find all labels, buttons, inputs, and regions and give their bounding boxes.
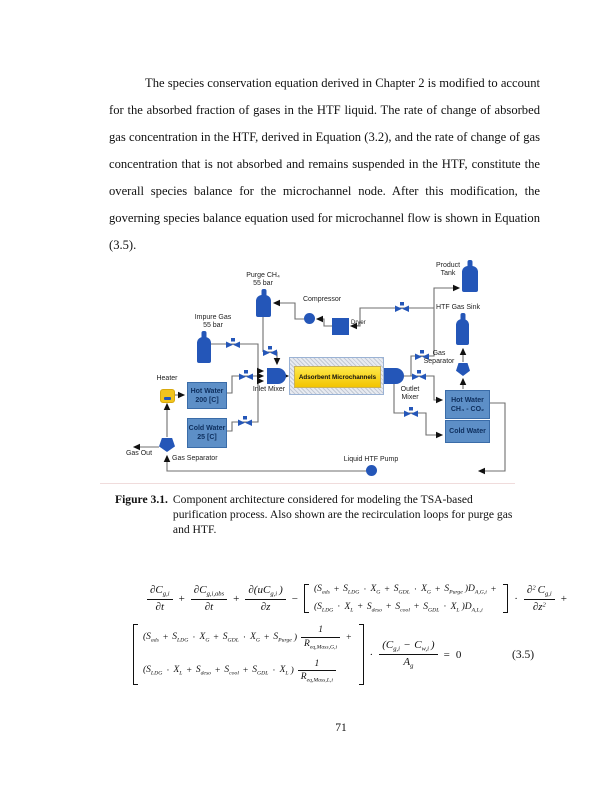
figure-caption-label: Figure 3.1.: [115, 493, 168, 506]
inlet-mixer-label: Inlet Mixer: [252, 386, 286, 393]
connector-lines: [132, 284, 506, 475]
valve-icon: [404, 407, 418, 417]
gas-separator-bottom-label: Gas Separator: [172, 455, 218, 462]
htf-gas-sink-tank: [456, 319, 469, 345]
compressor: [304, 313, 315, 324]
cold-water-feed-line: [225, 377, 265, 432]
dryer: [332, 318, 349, 335]
compressor-label: Compressor: [302, 296, 342, 303]
impure-gas-tank: [197, 337, 211, 363]
hot-water-feed-line: [225, 372, 265, 394]
outlet-mixer: [384, 368, 404, 384]
hot-water-right-line1: Hot Water: [451, 396, 484, 404]
compressor-to-purge-line: [272, 299, 304, 320]
htf-pump: [366, 465, 377, 476]
pump-label: Liquid HTF Pump: [343, 456, 399, 463]
hot-water-right-box: Hot Water CH₄ - CO₂: [445, 390, 490, 419]
valve-icon: [226, 338, 240, 348]
equation-line-1: ∂Cg,i∂t+∂Cg,i,abs∂t+∂(uCg,i)∂z−(Sads+SLD…: [144, 583, 570, 614]
adsorbent-module: Adsorbent Microchannels: [289, 357, 384, 395]
gas-separator-right: [456, 363, 470, 376]
outlet-to-cold-water-right-line: [393, 384, 444, 439]
hot-water-left-line2: 200 [C]: [195, 396, 219, 404]
cold-water-right-box: Cold Water: [445, 420, 490, 443]
cold-water-left-box: Cold Water 25 [C]: [187, 418, 227, 448]
equation-number: (3.5): [512, 649, 535, 661]
valve-icon: [395, 302, 409, 312]
body-paragraph: The species conservation equation derive…: [109, 76, 540, 252]
figure-caption-text: Component architecture considered for mo…: [172, 493, 513, 536]
heater-label: Heater: [156, 375, 178, 382]
purge-feed-line: [262, 317, 277, 364]
hot-water-right-line2: CH₄ - CO₂: [450, 405, 485, 413]
heater: [160, 389, 175, 403]
dryer-to-compressor-line: [315, 315, 332, 327]
riser-to-product-line: [410, 284, 461, 376]
cold-water-left-line2: 25 [C]: [197, 434, 217, 441]
impure-feed-line: [211, 343, 265, 375]
page-number: 71: [335, 722, 347, 734]
valve-icon: [238, 416, 252, 426]
htf-sink-label: HTF Gas Sink: [436, 304, 480, 311]
product-tank: [462, 266, 478, 292]
valve-icon: [415, 350, 429, 360]
purge-tank: [256, 295, 271, 317]
pump-to-separator-line: [163, 454, 366, 472]
hot-water-left-line1: Hot Water: [190, 387, 224, 395]
cold-water-left-line1: Cold Water: [188, 425, 226, 432]
adsorbent-microchannels-label: Adsorbent Microchannels: [294, 366, 381, 388]
htf-return-line: [477, 402, 506, 475]
figure-3-1-diagram: Adsorbent Microchannels Hot Water 200 [C…: [100, 252, 515, 484]
valve-icon: [263, 346, 277, 356]
valve-icon: [412, 370, 426, 380]
cold-water-right-line1: Cold Water: [449, 428, 486, 435]
valve-icon: [239, 370, 253, 380]
hot-water-left-box: Hot Water 200 [C]: [187, 382, 227, 409]
equation-3-5: ∂Cg,i∂t+∂Cg,i,abs∂t+∂(uCg,i)∂z−(Sads+SLD…: [0, 583, 612, 733]
gas-out-label: Gas Out: [125, 450, 153, 457]
inlet-mixer: [267, 368, 286, 384]
outlet-to-hot-water-right-line: [404, 375, 444, 404]
dryer-label: Dryer: [351, 320, 366, 326]
gas-separator-bottom: [159, 438, 175, 452]
figure-caption: Figure 3.1. Component architecture consi…: [115, 492, 525, 537]
